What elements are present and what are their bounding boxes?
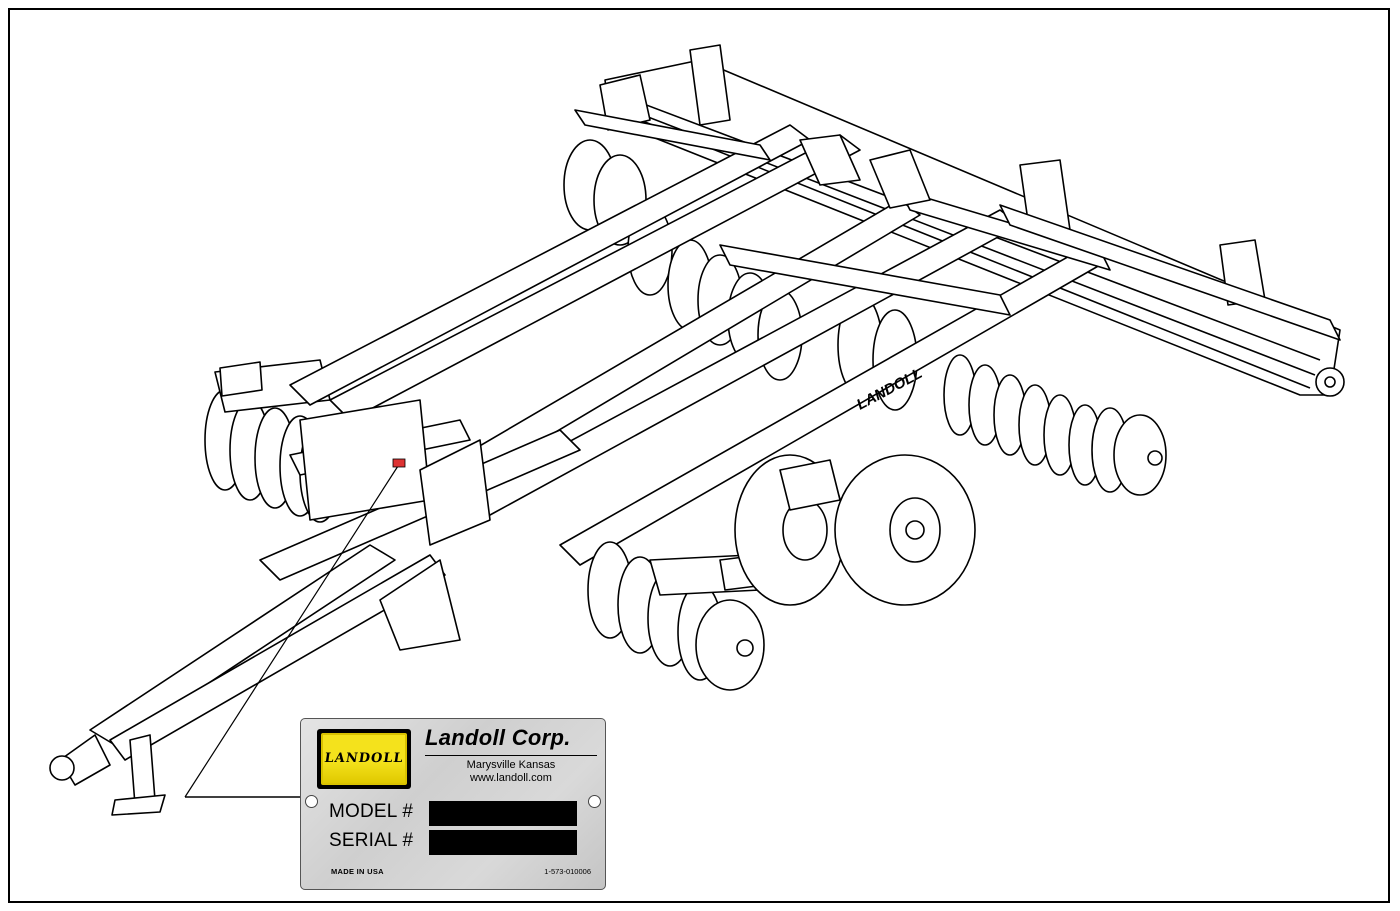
serial-number-plate: LANDOLL Landoll Corp. Marysville Kansas …: [300, 718, 606, 890]
mounting-hole-left: [305, 795, 318, 808]
serial-value-box: [429, 830, 577, 855]
serial-label: SERIAL #: [329, 830, 414, 851]
company-name: Landoll Corp.: [425, 725, 571, 750]
rear-disk-gang-right: [943, 354, 1167, 496]
company-city: Marysville Kansas: [466, 759, 556, 771]
logo-text: LANDOLL: [323, 751, 405, 766]
model-label: MODEL #: [329, 801, 414, 822]
model-value-box: [429, 801, 577, 826]
transport-wheels: [734, 454, 976, 606]
company-website: www.landoll.com: [470, 772, 552, 784]
landoll-logo: LANDOLL: [317, 729, 411, 789]
front-disk-gang-right: [587, 541, 766, 691]
part-number: 1-573-010006: [544, 867, 591, 876]
company-underline: [425, 755, 597, 756]
origin-text: MADE IN USA: [331, 867, 384, 876]
mounting-hole-right: [588, 795, 601, 808]
hitch-tongue: [49, 399, 581, 816]
